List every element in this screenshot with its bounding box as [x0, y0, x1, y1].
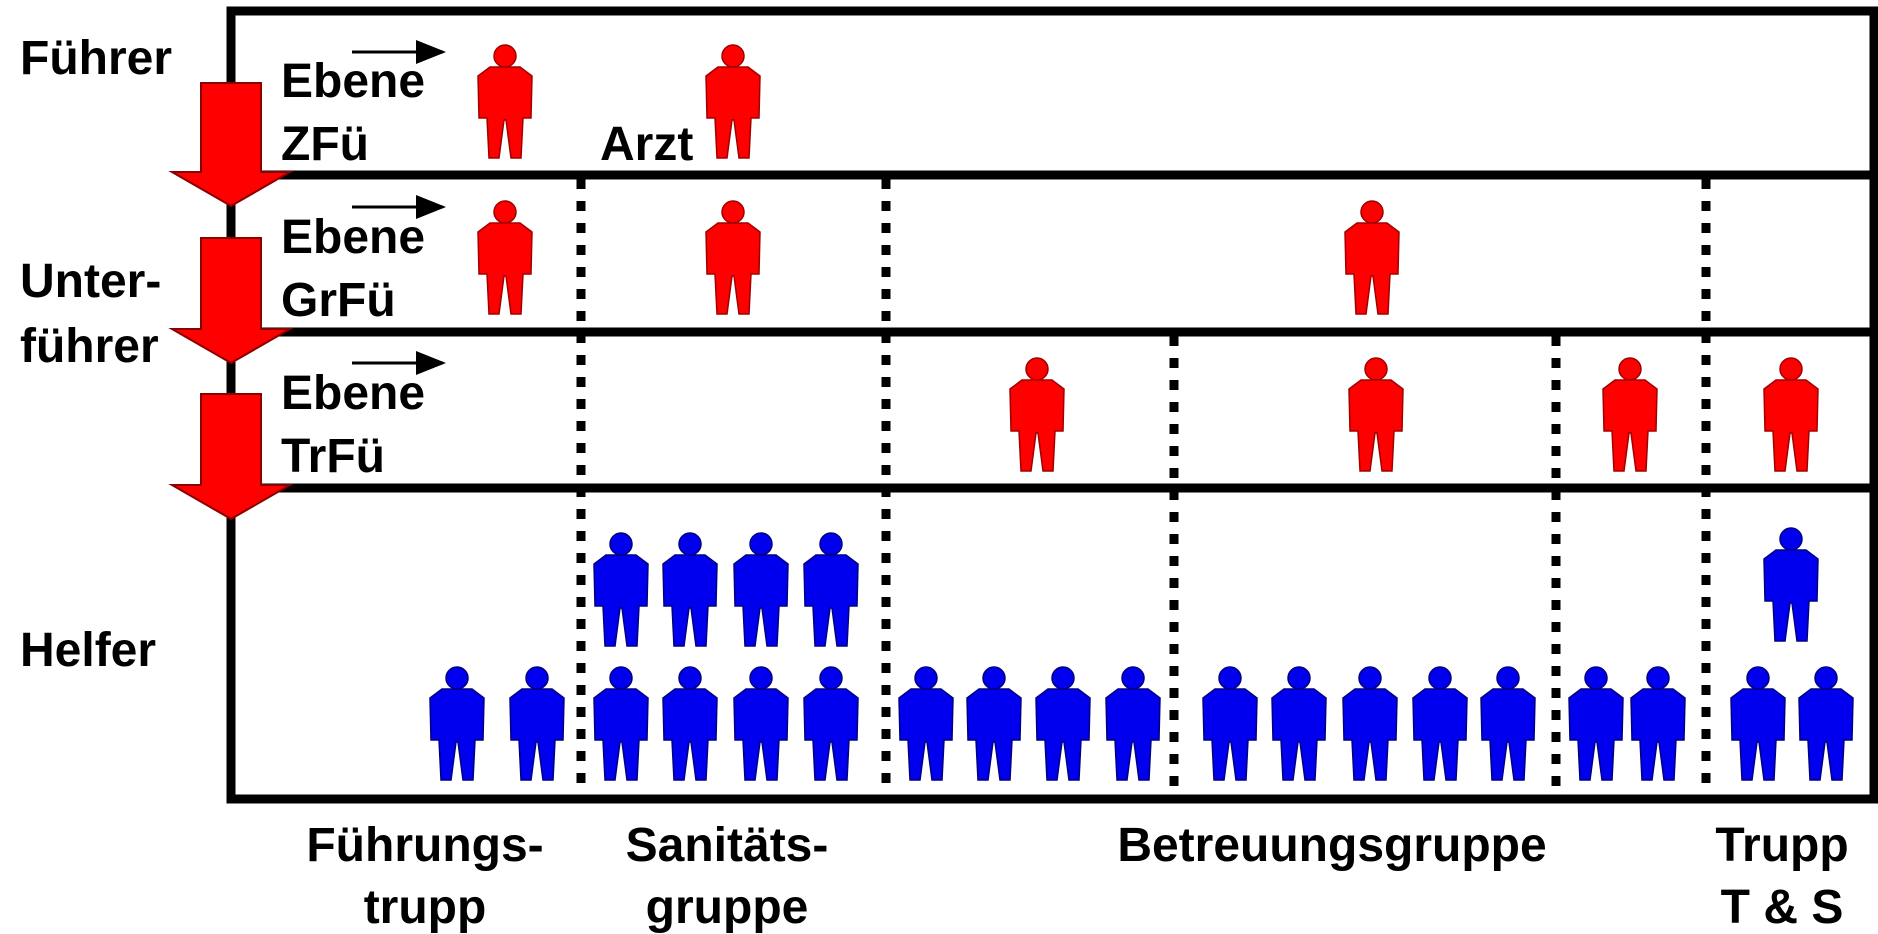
helper-icon — [1035, 666, 1091, 781]
leader-icon-grfue-sanitaet — [705, 200, 761, 315]
leader-icon-trfue-1 — [1009, 357, 1065, 472]
helper-icon — [509, 666, 565, 781]
helper-icon — [593, 666, 649, 781]
helper-icon — [1202, 666, 1258, 781]
label-trupp-ts-line2: T & S — [1721, 881, 1844, 934]
helper-icon — [733, 532, 789, 647]
helper-icon — [733, 666, 789, 781]
helper-icon — [1763, 527, 1819, 642]
helper-icon — [1730, 666, 1786, 781]
label-fuehrungstrupp-line1: Führungs- — [306, 819, 543, 872]
leader-icon-grfue-fuehrungstrupp — [477, 200, 533, 315]
level-grfue-line2: GrFü — [281, 274, 396, 327]
helper-icon — [662, 532, 718, 647]
helper-icon — [966, 666, 1022, 781]
leader-icon-trfue-2 — [1348, 357, 1404, 472]
leader-icon-trfue-3 — [1602, 357, 1658, 472]
helper-icon — [1568, 666, 1624, 781]
label-fuehrungstrupp-line2: trupp — [364, 881, 487, 934]
level-trfue-line1: Ebene — [281, 367, 425, 420]
helper-icon — [898, 666, 954, 781]
level-zfue-line1: Ebene — [281, 55, 425, 108]
helper-icon — [1271, 666, 1327, 781]
down-arrow-1 — [168, 82, 294, 208]
helper-icon — [429, 666, 485, 781]
helper-icon — [1798, 666, 1854, 781]
label-sanitaetsgruppe-line2: gruppe — [646, 881, 809, 934]
label-helfer: Helfer — [20, 624, 156, 677]
helper-icon — [803, 532, 859, 647]
down-arrow-3 — [168, 393, 294, 521]
helper-icon — [1412, 666, 1468, 781]
label-trupp-ts-line1: Trupp — [1715, 819, 1848, 872]
label-unterfuehrer-line1: Unter- — [20, 255, 161, 308]
leader-icon-zfue — [477, 44, 533, 159]
down-arrow-2 — [168, 237, 294, 365]
helper-icon — [1630, 666, 1686, 781]
helper-icon — [1480, 666, 1536, 781]
label-fuehrer: Führer — [20, 32, 172, 85]
leader-icon-arzt — [705, 44, 761, 159]
helper-icon — [662, 666, 718, 781]
helper-icon — [1105, 666, 1161, 781]
helper-icon — [1342, 666, 1398, 781]
label-unterfuehrer-line2: führer — [20, 320, 159, 373]
level-grfue-line1: Ebene — [281, 211, 425, 264]
label-betreuungsgruppe: Betreuungsgruppe — [1117, 819, 1546, 872]
helper-icon — [593, 532, 649, 647]
label-arzt: Arzt — [600, 118, 693, 171]
level-zfue-line2: ZFü — [281, 118, 369, 171]
helper-icon — [803, 666, 859, 781]
leader-icon-trfue-4 — [1763, 357, 1819, 472]
label-sanitaetsgruppe-line1: Sanitäts- — [626, 819, 829, 872]
leader-icon-grfue-betreuung — [1344, 200, 1400, 315]
level-trfue-line2: TrFü — [281, 430, 385, 483]
